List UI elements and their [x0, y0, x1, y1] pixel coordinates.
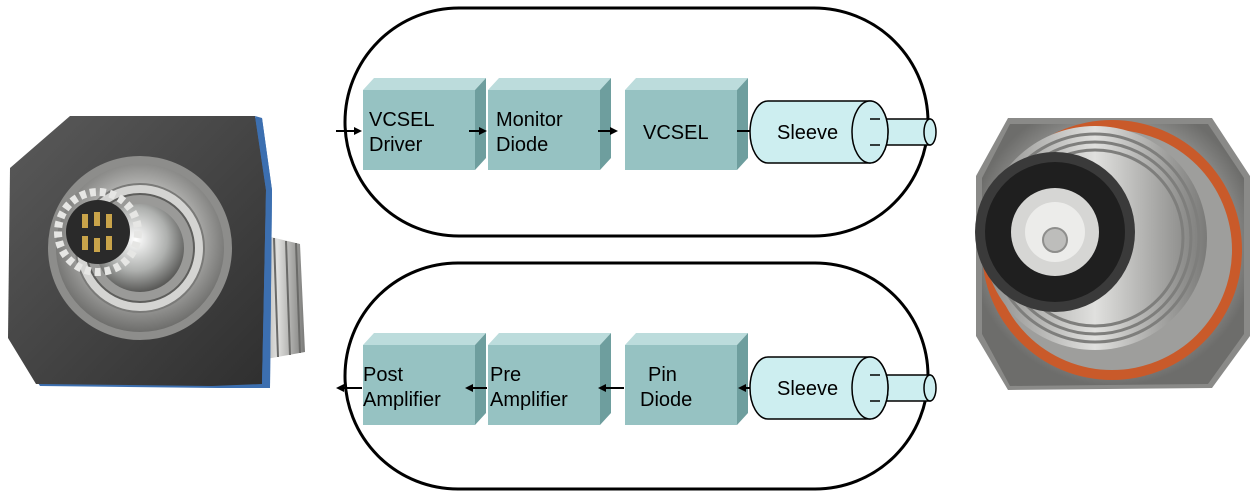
receiver-module: Post Amplifier Pre Amplifier Pin Diode — [336, 261, 937, 491]
transmitter-sleeve-label: Sleeve — [777, 122, 838, 144]
block-pin-diode-line2: Diode — [640, 389, 692, 411]
transmitter-input-arrow — [336, 127, 362, 135]
transmitter-module: VCSEL Driver Monitor Diode VCSEL — [336, 6, 937, 238]
block-vcsel-driver-line2: Driver — [369, 134, 423, 156]
arrow-pin-to-pre — [598, 384, 624, 392]
receiver-sleeve-label: Sleeve — [777, 378, 838, 400]
arrow-pre-to-post — [465, 384, 487, 392]
block-pin-diode-line1: Pin — [648, 364, 677, 386]
arrow-driver-to-monitor — [469, 127, 487, 135]
arrow-monitor-to-vcsel — [598, 127, 618, 135]
block-vcsel-driver-line1: VCSEL — [369, 109, 435, 131]
connector-pin-receptacle-photo-icon — [8, 116, 305, 388]
block-post-amplifier-line1: Post — [363, 364, 403, 386]
block-pin-diode: Pin Diode — [625, 333, 748, 425]
block-vcsel: VCSEL — [625, 78, 748, 170]
transmitter-sleeve: Sleeve — [749, 100, 937, 164]
block-pre-amplifier: Pre Amplifier — [488, 333, 611, 425]
connector-socket-receptacle-photo-icon — [975, 118, 1250, 390]
block-monitor-diode-line2: Diode — [496, 134, 548, 156]
receiver-output-arrow — [336, 384, 362, 392]
block-post-amplifier: Post Amplifier — [363, 333, 486, 425]
block-pre-amplifier-line1: Pre — [490, 364, 521, 386]
block-pre-amplifier-line2: Amplifier — [490, 389, 568, 411]
block-monitor-diode: Monitor Diode — [488, 78, 611, 170]
block-vcsel-driver: VCSEL Driver — [363, 78, 486, 170]
block-vcsel-line1: VCSEL — [643, 122, 709, 144]
block-post-amplifier-line2: Amplifier — [363, 389, 441, 411]
receiver-sleeve: Sleeve — [749, 356, 937, 420]
block-monitor-diode-line1: Monitor — [496, 109, 563, 131]
